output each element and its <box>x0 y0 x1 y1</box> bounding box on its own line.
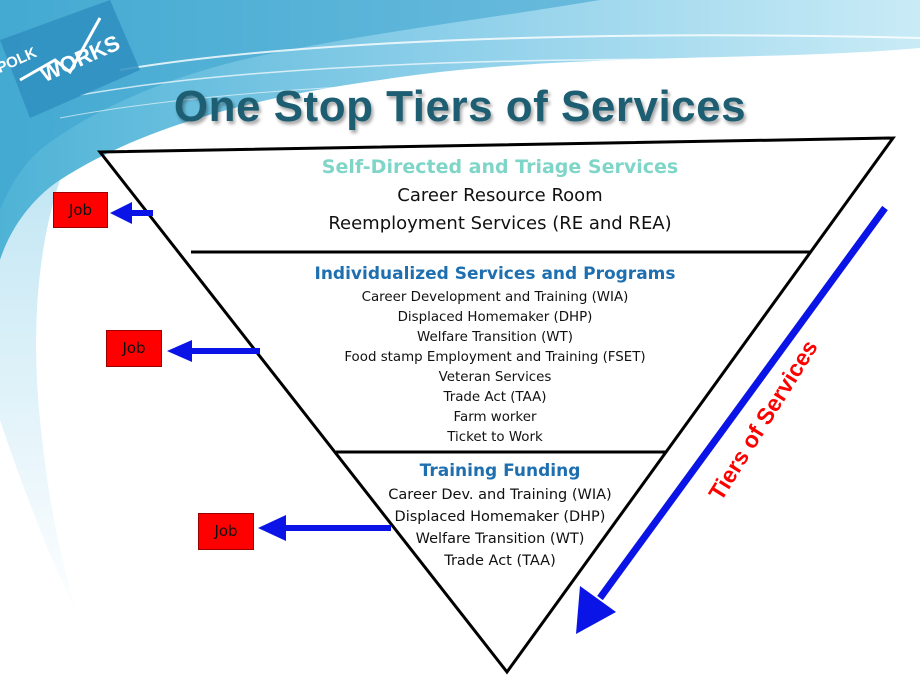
tier-item: Career Dev. and Training (WIA) <box>388 487 612 503</box>
tier-training-funding: Training Funding Career Dev. and Trainin… <box>370 458 630 572</box>
tier-self-directed: Self-Directed and Triage Services Career… <box>250 152 750 238</box>
tier-item: Welfare Transition (WT) <box>415 531 585 547</box>
job-box-1: Job <box>53 192 108 228</box>
tier-item: Veteran Services <box>438 370 552 385</box>
job-arrow-1 <box>110 202 153 224</box>
tier-item: Ticket to Work <box>447 430 543 445</box>
tier-item: Trade Act (TAA) <box>443 390 547 405</box>
tier-item: Career Resource Room <box>397 185 603 206</box>
tiers-pyramid <box>96 136 896 675</box>
page-title: One Stop Tiers of Services <box>173 82 747 131</box>
tier-heading: Individualized Services and Programs <box>314 264 676 284</box>
job-arrow-3 <box>258 515 391 541</box>
job-box-3: Job <box>198 513 254 550</box>
polk-works-logo <box>0 0 140 118</box>
tier-item: Food stamp Employment and Training (FSET… <box>344 350 646 365</box>
tier-item: Farm worker <box>453 410 537 425</box>
tier-item: Career Development and Training (WIA) <box>361 290 629 305</box>
tier-item: Trade Act (TAA) <box>444 553 556 569</box>
tier-individualized: Individualized Services and Programs Car… <box>300 261 690 448</box>
tiers-direction-arrow <box>576 205 888 634</box>
tier-heading: Training Funding <box>419 461 581 481</box>
tier-item: Welfare Transition (WT) <box>417 330 573 345</box>
tier-heading: Self-Directed and Triage Services <box>321 156 679 178</box>
tier-item: Displaced Homemaker (DHP) <box>394 509 606 525</box>
tier-item: Displaced Homemaker (DHP) <box>397 310 593 325</box>
job-box-2: Job <box>106 330 162 367</box>
job-arrow-2 <box>167 340 260 362</box>
tier-item: Reemployment Services (RE and REA) <box>328 213 672 234</box>
